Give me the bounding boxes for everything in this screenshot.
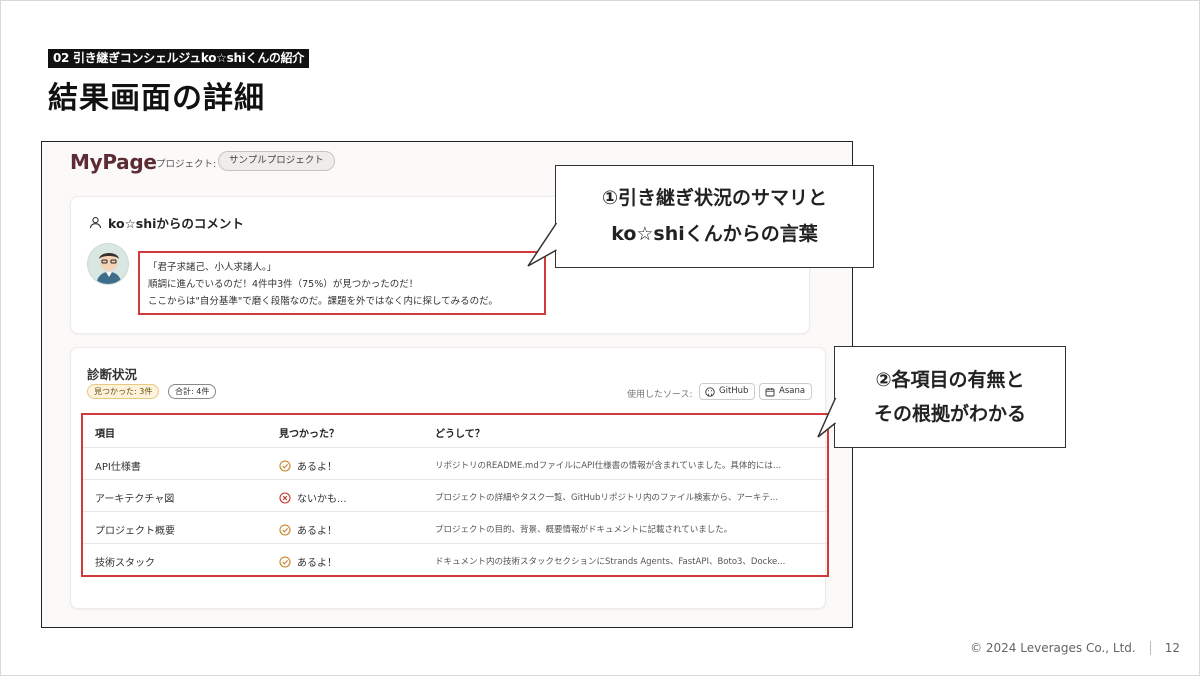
section-tag: 02 引き継ぎコンシェルジュko☆shiくんの紹介 — [48, 49, 309, 68]
source-chip-github[interactable]: GitHub — [699, 383, 756, 400]
slide-footer: © 2024 Leverages Co., Ltd. 12 — [970, 641, 1180, 655]
check-circle-icon — [279, 459, 291, 472]
row-status: ないかも... — [279, 490, 347, 505]
row-reason: プロジェクトの目的、背景、概要情報がドキュメントに記載されていました。 — [435, 525, 733, 535]
slide-title: 結果画面の詳細 — [48, 81, 265, 116]
table-row[interactable]: API仕様書 あるよ！ リポジトリのREADME.mdファイルにAPI仕様書の情… — [83, 447, 827, 479]
status-card-title: 診断状況 — [87, 367, 138, 382]
callout-evidence-line1: ②各項目の有無と — [875, 369, 1025, 391]
callout-summary: ①引き継ぎ状況のサマリと ko☆shiくんからの言葉 — [555, 165, 874, 268]
row-status: あるよ！ — [279, 554, 337, 569]
github-icon — [705, 386, 715, 397]
callout-summary-tail — [527, 222, 558, 267]
sources-label: 使用したソース: — [627, 390, 693, 400]
callout-summary-line1: ①引き継ぎ状況のサマリと — [601, 187, 828, 209]
row-item: 技術スタック — [95, 558, 155, 569]
source-github-label: GitHub — [719, 386, 749, 396]
project-label: プロジェクト: — [156, 159, 217, 170]
comment-line-advice: ここからは"自分基準"で磨く段階なのだ。課題を外ではなく内に探してみるのだ。 — [148, 296, 498, 307]
column-header-item: 項目 — [95, 429, 115, 440]
comment-card-title: ko☆shiからのコメント — [89, 213, 244, 232]
callout-evidence-line2: その根拠がわかる — [873, 403, 1026, 425]
app-logo[interactable]: MyPage — [70, 150, 157, 174]
comment-line-quote: 「君子求諸己、小人求諸人。」 — [148, 262, 277, 273]
row-reason: ドキュメント内の技術スタックセクションにStrands Agents、FastA… — [435, 557, 786, 567]
calendar-icon — [765, 387, 775, 396]
person-icon — [89, 217, 102, 229]
project-selector[interactable]: サンプルプロジェクト — [218, 151, 335, 171]
copyright: © 2024 Leverages Co., Ltd. — [970, 641, 1136, 655]
row-item: アーキテクチャ図 — [95, 494, 175, 505]
page-number: 12 — [1164, 641, 1180, 655]
row-status-text: あるよ！ — [297, 558, 337, 569]
screenshot-frame: MyPage プロジェクト: サンプルプロジェクト ko☆shiからのコメント … — [41, 141, 853, 628]
found-count-badge: 見つかった: 3件 — [87, 384, 160, 399]
diagnosis-table: 項目 見つかった？ どうして？ API仕様書 あるよ！ リポジトリのREADME… — [81, 413, 829, 577]
table-row[interactable]: プロジェクト概要 あるよ！ プロジェクトの目的、背景、概要情報がドキュメントに記… — [83, 511, 827, 543]
comment-title-text: ko☆shiからのコメント — [108, 216, 244, 231]
koshi-avatar — [87, 243, 129, 285]
row-status: あるよ！ — [279, 522, 337, 537]
row-reason: プロジェクトの詳細やタスク一覧、GitHubリポジトリ内のファイル検索から、アー… — [435, 493, 779, 503]
comment-line-progress: 順調に進んでいるのだ！4件中3件（75%）が見つかったのだ！ — [148, 279, 419, 290]
callout-evidence: ②各項目の有無と その根拠がわかる — [834, 346, 1066, 448]
total-count-badge: 合計: 4件 — [168, 384, 217, 399]
table-header: 項目 見つかった？ どうして？ — [83, 415, 827, 445]
column-header-found: 見つかった？ — [279, 429, 339, 440]
x-circle-icon — [279, 491, 291, 504]
row-status-text: あるよ！ — [297, 462, 337, 473]
row-status: あるよ！ — [279, 458, 337, 473]
row-status-text: あるよ！ — [297, 526, 337, 537]
table-row[interactable]: アーキテクチャ図 ないかも... プロジェクトの詳細やタスク一覧、GitHubリ… — [83, 479, 827, 511]
callout-summary-line2: ko☆shiくんからの言葉 — [611, 223, 818, 245]
source-asana-label: Asana — [779, 386, 806, 396]
table-row[interactable]: 技術スタック あるよ！ ドキュメント内の技術スタックセクションにStrands … — [83, 543, 827, 575]
check-circle-icon — [279, 555, 291, 568]
column-header-reason: どうして？ — [435, 429, 485, 440]
check-circle-icon — [279, 523, 291, 536]
row-item: プロジェクト概要 — [95, 526, 175, 537]
diagnosis-status-card: 診断状況 見つかった: 3件 合計: 4件 使用したソース: GitHub As… — [70, 347, 829, 609]
callout-evidence-tail — [817, 397, 837, 438]
comment-message: 「君子求諸己、小人求諸人。」 順調に進んでいるのだ！4件中3件（75%）が見つか… — [138, 251, 546, 315]
row-status-text: ないかも... — [297, 494, 347, 505]
source-chip-asana[interactable]: Asana — [759, 383, 813, 400]
row-item: API仕様書 — [95, 462, 141, 473]
row-reason: リポジトリのREADME.mdファイルにAPI仕様書の情報が含まれていました。具… — [435, 461, 782, 471]
footer-divider — [1149, 641, 1151, 655]
